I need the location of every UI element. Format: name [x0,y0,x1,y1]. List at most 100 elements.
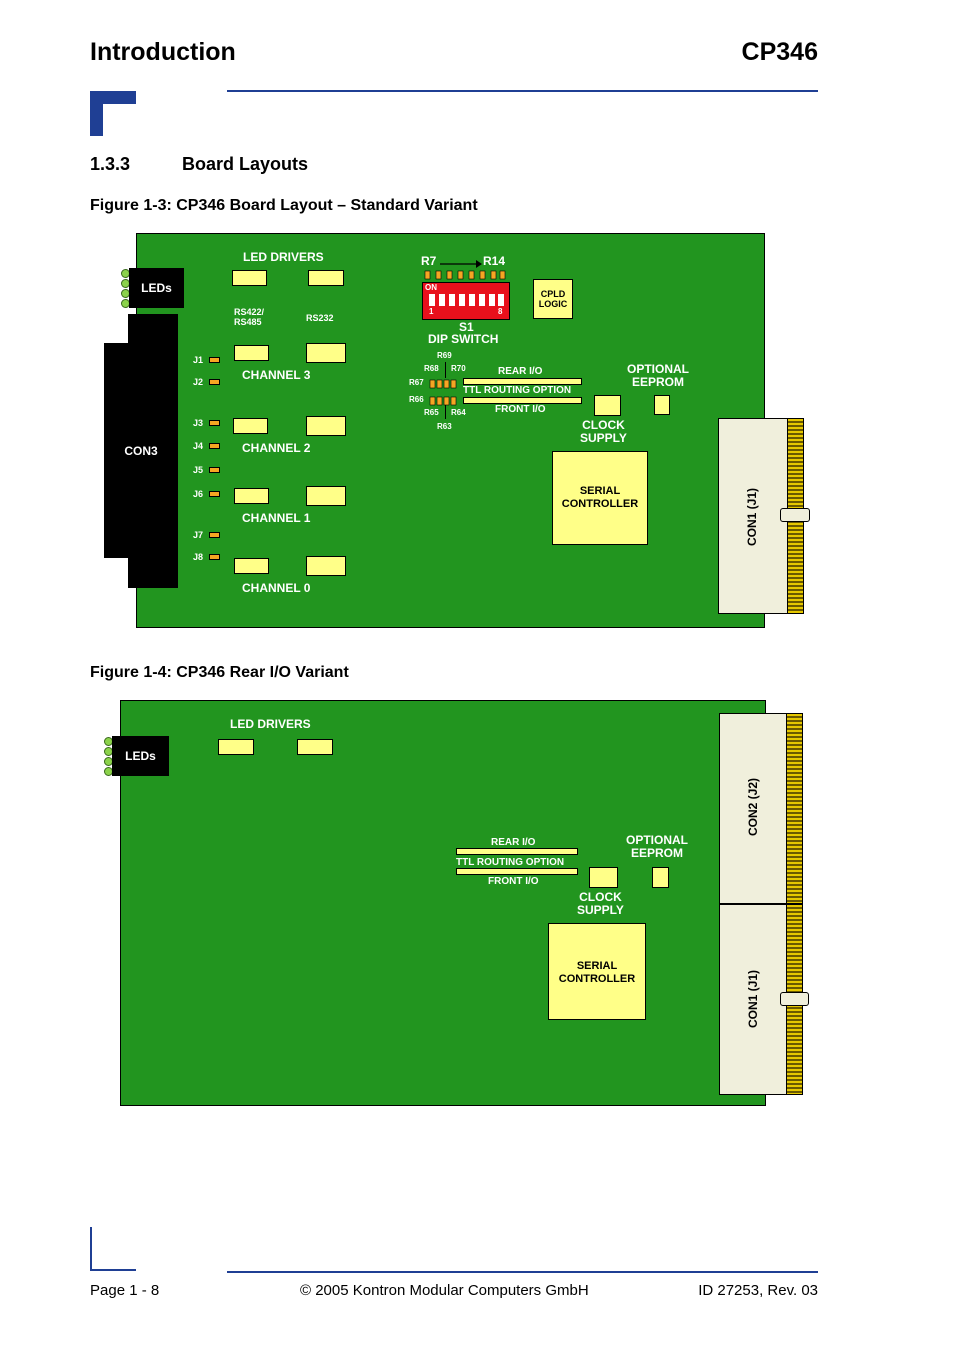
con3-connector: CON3 [104,343,178,558]
channel-0-transceiver-a [234,558,269,574]
leds-block: LEDs [129,268,184,308]
header-product-name: CP346 [741,38,818,66]
figure-1-3-caption: Figure 1-3: CP346 Board Layout – Standar… [90,197,478,214]
ttl-routing-label: TTL ROUTING OPTION [456,857,565,868]
r69-label: R69 [437,351,452,360]
s1-label: S1 [459,320,474,334]
channel-2-transceiver-b [306,416,346,436]
led-drivers-label: LED DRIVERS [230,717,311,731]
jumper-j2 [209,379,220,385]
header-rule [227,90,818,92]
resistor-array-r66 [429,396,457,406]
optional-eeprom-chip [652,867,669,888]
rs422-rs485-label: RS422/ RS485 [234,307,265,327]
con1-label: CON1 (J1) [745,969,760,1029]
dip-switch-levers [429,294,504,306]
r65-label: R65 [424,408,439,417]
resistor-array-r7-r14 [424,270,506,280]
con2-connector-body [719,713,787,904]
con2-label-wrap: CON2 (J2) [720,778,786,836]
figure-1-3-board-diagram: LEDs CON3 LED DRIVERS RS422/ RS485 RS232… [0,0,954,650]
footer-copyright: © 2005 Kontron Modular Computers GmbH [300,1282,589,1299]
jumper-label: J4 [193,441,204,451]
rs232-label: RS232 [306,313,334,323]
r66-label: R66 [409,395,424,404]
con2-pin-strip [786,713,803,904]
r68-label: R68 [424,364,439,373]
channel-1-transceiver-a [234,488,269,504]
front-io-route-bar [456,868,578,875]
figure-1-4-board-diagram: LEDs LED DRIVERS REAR I/O TTL ROUTING OP… [0,680,954,1120]
optional-eeprom-label: OPTIONAL EEPROM [627,362,689,390]
channel-3-label: CHANNEL 3 [242,368,311,382]
section-number: 1.3.3 [90,154,131,174]
rear-io-route-bar [456,848,578,855]
dip-switch-label: DIP SWITCH [428,332,499,346]
channel-1-transceiver-b [306,486,346,506]
con1-label-wrap: CON1 (J1) [720,970,786,1028]
serial-controller-label: SERIAL CONTROLLER [558,960,636,985]
channel-2-transceiver-a [233,418,268,434]
channel-3-transceiver-a [234,345,269,361]
jumper-j5 [209,467,220,473]
footer-corner-horizontal [90,1269,136,1271]
channel-1-label: CHANNEL 1 [242,511,311,525]
jumper-j1 [209,357,220,363]
header-chapter-title: Introduction [90,38,236,66]
con1-guide-pin [780,992,809,1006]
front-io-route-bar [463,397,582,404]
leds-block: LEDs [112,736,169,776]
figure-1-4-caption: Figure 1-4: CP346 Rear I/O Variant [90,664,349,681]
led-driver-chip [308,270,344,286]
optional-eeprom-chip [654,395,670,415]
jumper-label: J5 [193,465,204,475]
front-io-label: FRONT I/O [488,876,539,887]
ttl-routing-label: TTL ROUTING OPTION [463,385,572,396]
footer-document-id: ID 27253, Rev. 03 [698,1282,818,1299]
serial-controller-label: SERIAL CONTROLLER [561,485,639,510]
con1-guide-pin [780,508,810,522]
r70-label: R70 [451,364,466,373]
r7-label: R7 [421,254,437,268]
con2-label: CON2 (J2) [745,777,760,837]
con1-label: CON1 (J1) [744,487,759,547]
con1-connector-body [718,418,788,614]
jumper-label: J8 [193,552,204,562]
jumper-label: J3 [193,418,204,428]
footer-rule [227,1271,818,1273]
r14-label: R14 [483,254,506,268]
rear-io-route-bar [463,378,582,385]
jumper-label: J2 [193,377,204,387]
r63-label: R63 [437,422,452,431]
clock-supply-label: CLOCK SUPPLY [577,890,624,918]
jumper-j8 [209,554,220,560]
jumper-j6 [209,491,220,497]
led-drivers-label: LED DRIVERS [243,250,324,264]
led-driver-chip [218,739,254,755]
clock-supply-chip [594,395,621,416]
jumper-label: J1 [193,355,204,365]
channel-3-transceiver-b [306,343,346,363]
jumper-j4 [209,443,220,449]
serial-controller-chip [552,451,648,545]
rear-io-label: REAR I/O [491,837,536,848]
resistor-divider-line [445,405,446,419]
r64-label: R64 [451,408,466,417]
led-driver-chip [297,739,333,755]
pcb-board-rear-io [120,700,766,1106]
dip-switch-s1 [422,282,510,320]
channel-0-label: CHANNEL 0 [242,581,311,595]
rear-io-label: REAR I/O [498,366,543,377]
channel-0-transceiver-b [306,556,346,576]
front-io-label: FRONT I/O [495,404,546,415]
arrow-right-icon [440,260,482,268]
dip-on-label: ON [425,283,437,292]
con1-label-wrap: CON1 (J1) [719,488,785,546]
jumper-label: J6 [193,489,204,499]
led-driver-chip [232,270,267,286]
dip-position-8-label: 8 [498,307,503,316]
section-title: Board Layouts [182,154,309,174]
serial-controller-chip [548,923,646,1020]
footer-corner-vertical [90,1227,92,1271]
clock-supply-chip [589,867,618,888]
